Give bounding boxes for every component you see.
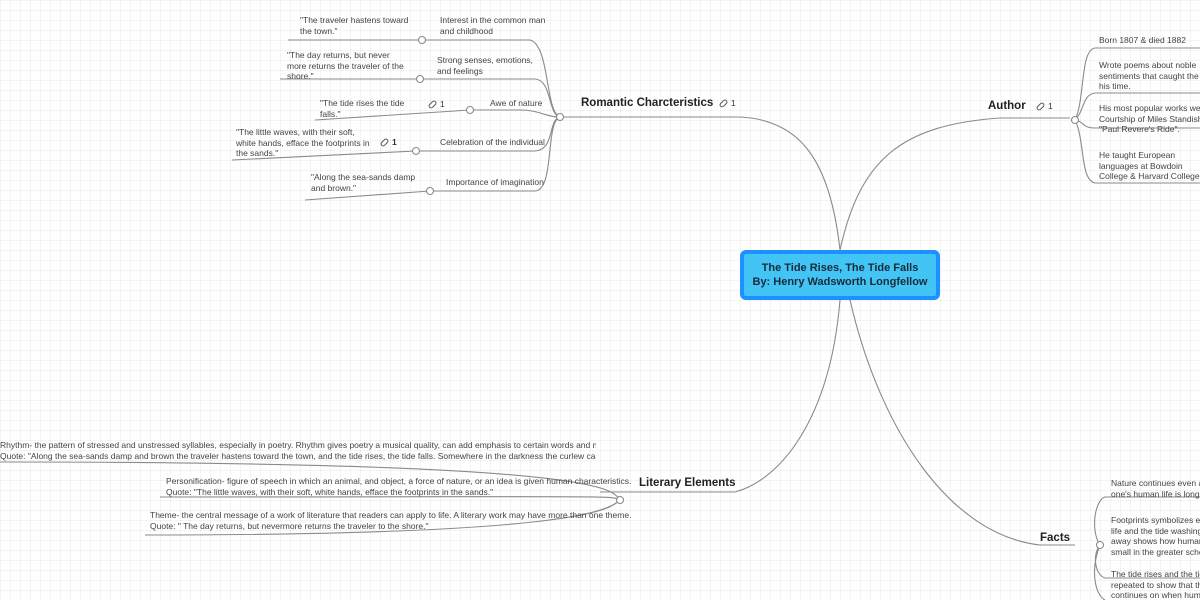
author-item-popular-works[interactable]: His most popular works were "The Courtsh…: [1099, 103, 1200, 135]
personification-quote: Quote: "The little waves, with their sof…: [166, 486, 494, 497]
author-item-noble-sentiments[interactable]: Wrote poems about noble sentiments that …: [1099, 60, 1200, 92]
literary-item-personification[interactable]: Personification- figure of speech in whi…: [166, 476, 632, 497]
author-item-noble-text: Wrote poems about noble sentiments that …: [1099, 60, 1200, 91]
topic-romantic-label: Romantic Charcteristics: [581, 97, 714, 109]
author-link-indicator[interactable]: 1: [1035, 101, 1053, 112]
junction-romantic: [555, 112, 565, 122]
romantic-child-imagination[interactable]: Importance of imagination: [446, 177, 544, 187]
quote-tide-rises[interactable]: "The tide rises the tide falls.": [320, 98, 405, 119]
author-item-taught[interactable]: He taught European languages at Bowdoin …: [1099, 150, 1200, 182]
author-item-taught-text: He taught European languages at Bowdoin …: [1099, 150, 1200, 181]
facts-item-footprints[interactable]: Footprints symbolizes everyday life and …: [1111, 515, 1200, 557]
topic-romantic-characteristics[interactable]: Romantic Charcteristics: [581, 97, 713, 109]
author-link-count: 1: [1048, 101, 1053, 111]
rhythm-quote: Quote: "Along the sea-sands damp and bro…: [0, 450, 596, 461]
topic-facts-label: Facts: [1040, 532, 1071, 544]
romantic-child-individual[interactable]: Celebration of the individual: [440, 137, 545, 147]
individual-link-indicator[interactable]: 1: [379, 137, 397, 148]
personification-definition: Personification- figure of speech in whi…: [166, 476, 632, 486]
quote-little-waves[interactable]: "The little waves, with their soft, whit…: [236, 127, 370, 158]
author-item-popular-text: His most popular works were "The Courtsh…: [1099, 103, 1200, 134]
paperclip-icon: [1035, 101, 1046, 112]
junction-literary: [615, 495, 625, 505]
romantic-child-common-man[interactable]: Interest in the common man and childhood: [440, 15, 546, 36]
individual-link-count: 1: [392, 137, 397, 147]
quote-sea-sands[interactable]: "Along the sea-sands damp and brown.": [311, 172, 416, 193]
topic-facts[interactable]: Facts: [1040, 532, 1070, 544]
theme-quote: Quote: " The day returns, but nevermore …: [150, 520, 429, 531]
paperclip-icon: [427, 99, 438, 110]
theme-definition: Theme- the central message of a work of …: [150, 510, 632, 520]
facts-tide-text: The tide rises and the tide falls is rep…: [1111, 569, 1200, 600]
facts-footprints-text: Footprints symbolizes everyday life and …: [1111, 515, 1200, 557]
awe-link-indicator[interactable]: 1: [427, 99, 445, 110]
junction-facts: [1095, 540, 1105, 550]
paperclip-icon: [718, 98, 729, 109]
romantic-link-indicator[interactable]: 1: [718, 98, 736, 109]
paperclip-icon: [379, 137, 390, 148]
romantic-child-strong-senses[interactable]: Strong senses, emotions, and feelings: [437, 55, 533, 76]
quote-traveler-hastens[interactable]: "The traveler hastens toward the town.": [300, 15, 409, 36]
topic-literary-label: Literary Elements: [639, 477, 736, 489]
romantic-link-count: 1: [731, 98, 736, 108]
awe-link-count: 1: [440, 99, 445, 109]
facts-item-nature-continues[interactable]: Nature continues even after one's human …: [1111, 478, 1200, 500]
central-subtitle: By: Henry Wadsworth Longfellow: [752, 276, 928, 288]
literary-item-theme[interactable]: Theme- the central message of a work of …: [150, 510, 632, 531]
romantic-child-awe-of-nature[interactable]: Awe of nature: [490, 98, 543, 108]
rhythm-definition: Rhythm- the pattern of stressed and unst…: [0, 440, 596, 450]
central-title: The Tide Rises, The Tide Falls: [761, 262, 919, 274]
topic-literary-elements[interactable]: Literary Elements: [639, 477, 736, 489]
topic-author-label: Author: [988, 100, 1026, 112]
topic-author[interactable]: Author: [988, 100, 1026, 112]
facts-nature-text: Nature continues even after one's human …: [1111, 478, 1200, 499]
author-item-born[interactable]: Born 1807 & died 1882: [1099, 35, 1186, 45]
quote-day-returns[interactable]: "The day returns, but never more returns…: [287, 50, 404, 81]
facts-item-tide-repeated[interactable]: The tide rises and the tide falls is rep…: [1111, 569, 1200, 600]
central-topic[interactable]: The Tide Rises, The Tide Falls By: Henry…: [740, 250, 940, 300]
junction-author: [1070, 115, 1080, 125]
literary-item-rhythm[interactable]: Rhythm- the pattern of stressed and unst…: [0, 440, 596, 462]
